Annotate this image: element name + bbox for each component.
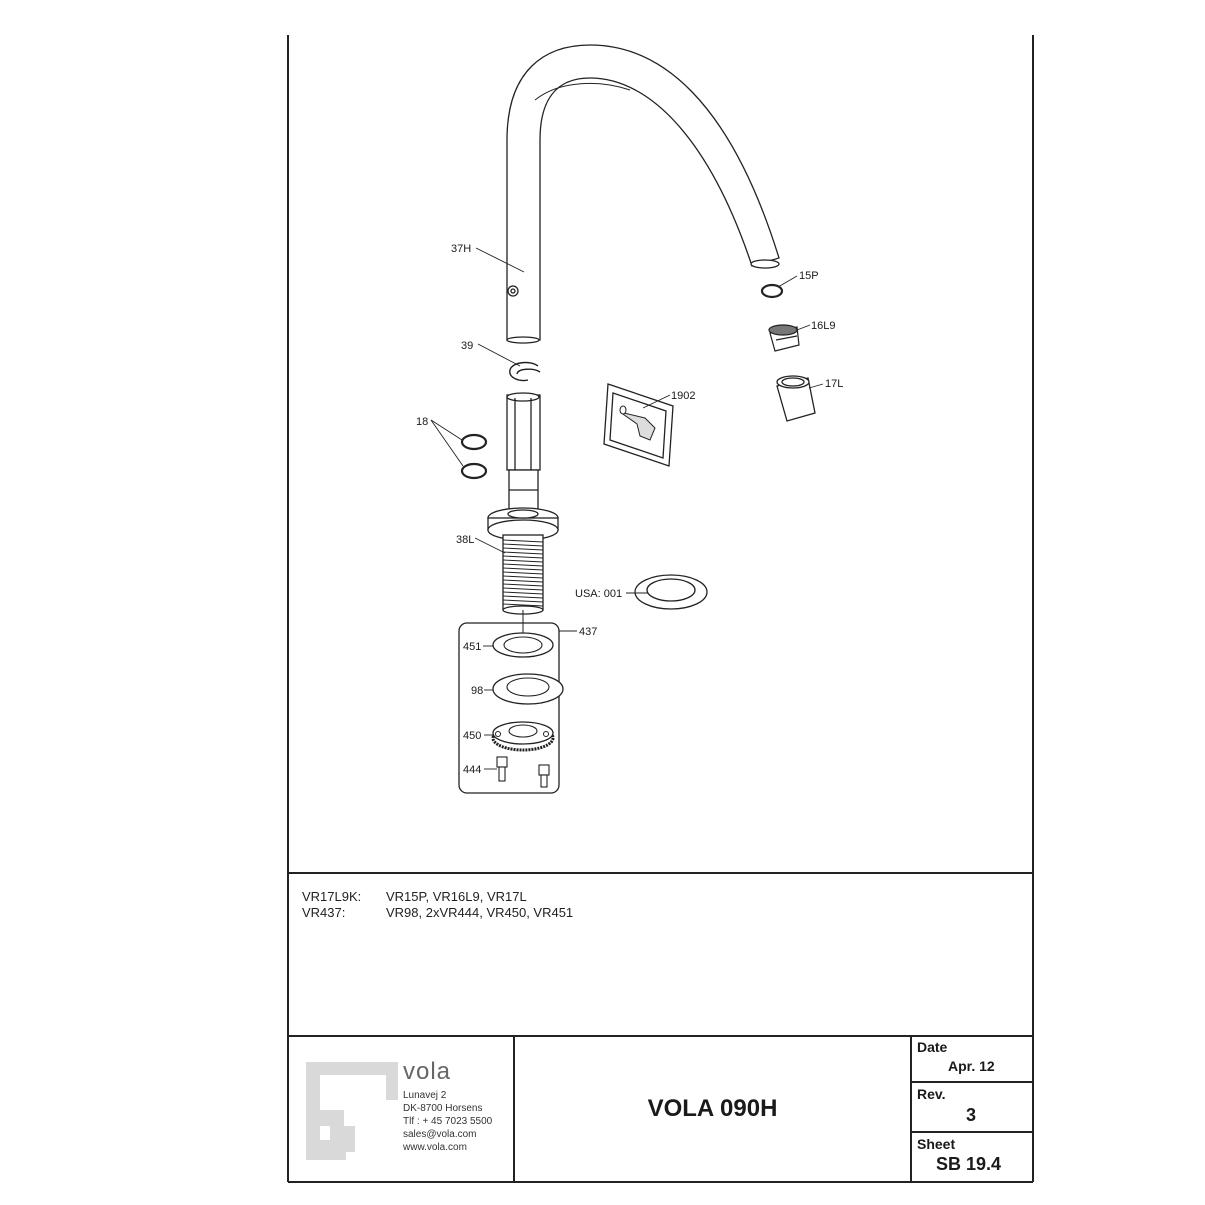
callout-39: 39: [461, 340, 473, 352]
parts-list: VR17L9K: VR15P, VR16L9, VR17L VR437: VR9…: [302, 889, 573, 921]
thread-line: [502, 571, 544, 575]
address-line: sales@vola.com: [403, 1129, 477, 1140]
address-line: Lunavej 2: [403, 1090, 447, 1101]
thread-line: [502, 587, 544, 591]
address-line: www.vola.com: [403, 1142, 467, 1153]
parts-items: VR98, 2xVR444, VR450, VR451: [386, 905, 574, 920]
callout-37h: 37H: [451, 243, 471, 255]
spout-part: [506, 44, 780, 344]
rev-label: Rev.: [917, 1086, 946, 1102]
screw-444-part: [496, 756, 550, 788]
thread-line: [502, 559, 544, 563]
parts-code: VR437:: [302, 905, 346, 920]
parts-code: VR17L9K:: [302, 889, 362, 904]
aerator-part: [768, 324, 800, 352]
instruction-card: [603, 383, 674, 467]
thread-line: [502, 603, 544, 607]
base-part: [487, 507, 559, 615]
company-brand: vola: [403, 1058, 452, 1085]
thread-line: [502, 599, 544, 603]
callout-17l: 17L: [825, 378, 843, 390]
parts-row: VR437: VR98, 2xVR444, VR450, VR451: [302, 905, 573, 921]
callout-451: 451: [463, 641, 481, 653]
clip-part: [509, 361, 541, 382]
callout-usa: USA: 001: [575, 588, 622, 600]
callout-38l: 38L: [456, 534, 474, 546]
thread-line: [502, 563, 544, 567]
drawing-title: VOLA 090H: [647, 1094, 778, 1122]
thread-line: [502, 547, 544, 551]
callout-18: 18: [416, 416, 428, 428]
thread-line: [502, 543, 544, 547]
thread-line: [502, 551, 544, 555]
usa-ring-part: [634, 574, 708, 610]
frame: [287, 35, 1034, 1183]
sheet-label: Sheet: [917, 1136, 956, 1152]
date-value: Apr. 12: [948, 1058, 995, 1074]
thread-line: [502, 555, 544, 559]
company-address: Lunavej 2 DK-8700 Horsens Tlf : + 45 702…: [403, 1089, 492, 1154]
thread-line: [502, 575, 544, 579]
thread-lines: [502, 539, 544, 607]
kit-box: [458, 610, 564, 794]
address-line: DK-8700 Horsens: [403, 1103, 483, 1114]
callout-15p: 15P: [799, 270, 819, 282]
thread-line: [502, 539, 544, 543]
thread-line: [502, 595, 544, 599]
thread-line: [502, 583, 544, 587]
thread-line: [502, 579, 544, 583]
thread-line: [502, 591, 544, 595]
aerator-cap-part: [776, 375, 816, 422]
rev-value: 3: [966, 1105, 977, 1125]
callout-450: 450: [463, 730, 481, 742]
callout-437: 437: [579, 626, 597, 638]
gasket-part: [760, 283, 784, 299]
sheet-value: SB 19.4: [936, 1154, 1002, 1174]
stem-part: [506, 392, 541, 511]
date-label: Date: [917, 1039, 948, 1055]
callout-98: 98: [471, 685, 483, 697]
vola-logo-icon: [306, 1062, 398, 1160]
address-line: Tlf : + 45 7023 5500: [403, 1116, 493, 1127]
thread-line: [502, 567, 544, 571]
parts-items: VR15P, VR16L9, VR17L: [386, 889, 527, 904]
callout-labels: 37H 39 18 38L 15P 16L9 17L 1902 USA: 001…: [416, 243, 843, 776]
parts-row: VR17L9K: VR15P, VR16L9, VR17L: [302, 889, 573, 905]
leader-lines: [430, 247, 824, 770]
callout-16l9: 16L9: [811, 320, 835, 332]
callout-444: 444: [463, 764, 481, 776]
callout-1902: 1902: [671, 390, 695, 402]
o-ring-part: [460, 433, 488, 480]
